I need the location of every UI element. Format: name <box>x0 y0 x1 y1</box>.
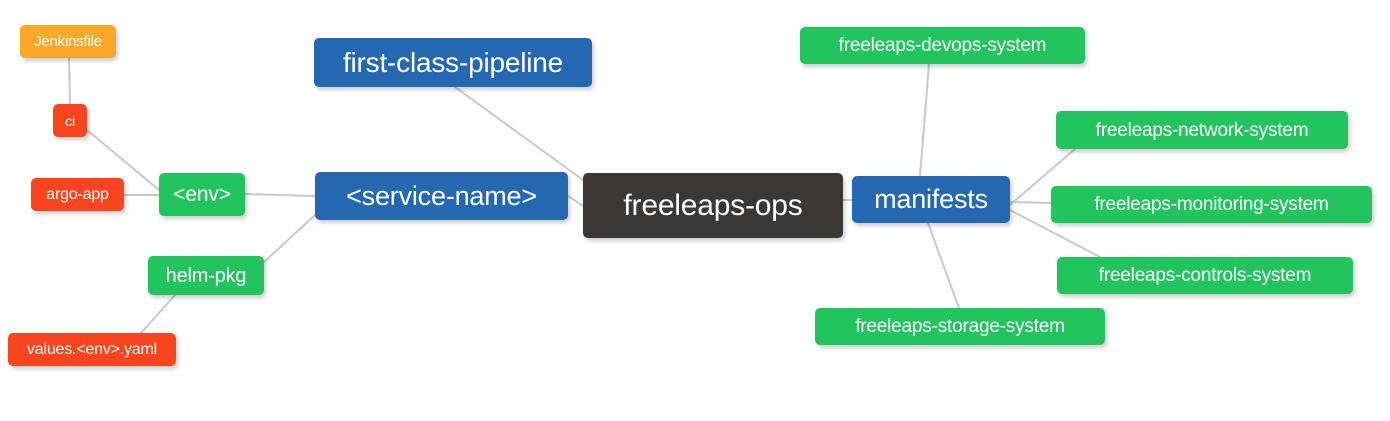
node-label: <env> <box>173 183 231 206</box>
node-values-env-yaml[interactable]: values.<env>.yaml <box>8 333 176 366</box>
edge-service-name-to-helm-pkg <box>263 214 316 263</box>
node-label: freeleaps-controls-system <box>1098 265 1312 286</box>
node-ci[interactable]: ci <box>53 104 87 137</box>
node-label: freeleaps-ops <box>623 188 803 222</box>
node-freeleaps-controls-system[interactable]: freeleaps-controls-system <box>1057 257 1353 294</box>
node-label: freeleaps-devops-system <box>838 35 1047 56</box>
node-jenkinsfile[interactable]: Jenkinsfile <box>20 25 116 58</box>
node-freeleaps-network-system[interactable]: freeleaps-network-system <box>1056 111 1348 149</box>
edge-ci-to-jenkinsfile <box>68 57 71 105</box>
node-freeleaps-ops[interactable]: freeleaps-ops <box>583 173 843 238</box>
node-argo-app[interactable]: argo-app <box>31 178 124 211</box>
node-env[interactable]: <env> <box>159 173 245 216</box>
node-freeleaps-storage-system[interactable]: freeleaps-storage-system <box>815 308 1105 345</box>
node-label: ci <box>65 112 75 129</box>
edge-helm-pkg-to-values-env-yaml <box>140 294 176 334</box>
edge-freeleaps-ops-to-first-class-pipeline <box>454 86 584 181</box>
node-label: freeleaps-storage-system <box>855 316 1065 337</box>
node-label: argo-app <box>46 185 109 203</box>
node-freeleaps-devops-system[interactable]: freeleaps-devops-system <box>800 27 1085 64</box>
node-label: freeleaps-network-system <box>1095 119 1309 141</box>
node-label: values.<env>.yaml <box>26 340 157 358</box>
node-service-name[interactable]: <service-name> <box>315 172 568 220</box>
node-helm-pkg[interactable]: helm-pkg <box>148 256 264 295</box>
edge-manifests-to-freeleaps-monitoring-system <box>1009 201 1052 204</box>
node-label: manifests <box>874 184 988 214</box>
node-first-class-pipeline[interactable]: first-class-pipeline <box>314 38 592 87</box>
node-label: helm-pkg <box>165 264 247 287</box>
edge-freeleaps-ops-to-service-name <box>567 195 584 207</box>
node-label: Jenkinsfile <box>34 33 102 50</box>
edge-manifests-to-freeleaps-storage-system <box>927 222 960 309</box>
node-label: first-class-pipeline <box>342 46 564 78</box>
node-label: <service-name> <box>346 180 537 211</box>
edge-service-name-to-env <box>244 193 316 197</box>
edge-manifests-to-freeleaps-devops-system <box>919 63 930 177</box>
node-manifests[interactable]: manifests <box>852 176 1010 223</box>
node-label: freeleaps-monitoring-system <box>1094 194 1329 215</box>
node-freeleaps-monitoring-system[interactable]: freeleaps-monitoring-system <box>1051 186 1372 223</box>
